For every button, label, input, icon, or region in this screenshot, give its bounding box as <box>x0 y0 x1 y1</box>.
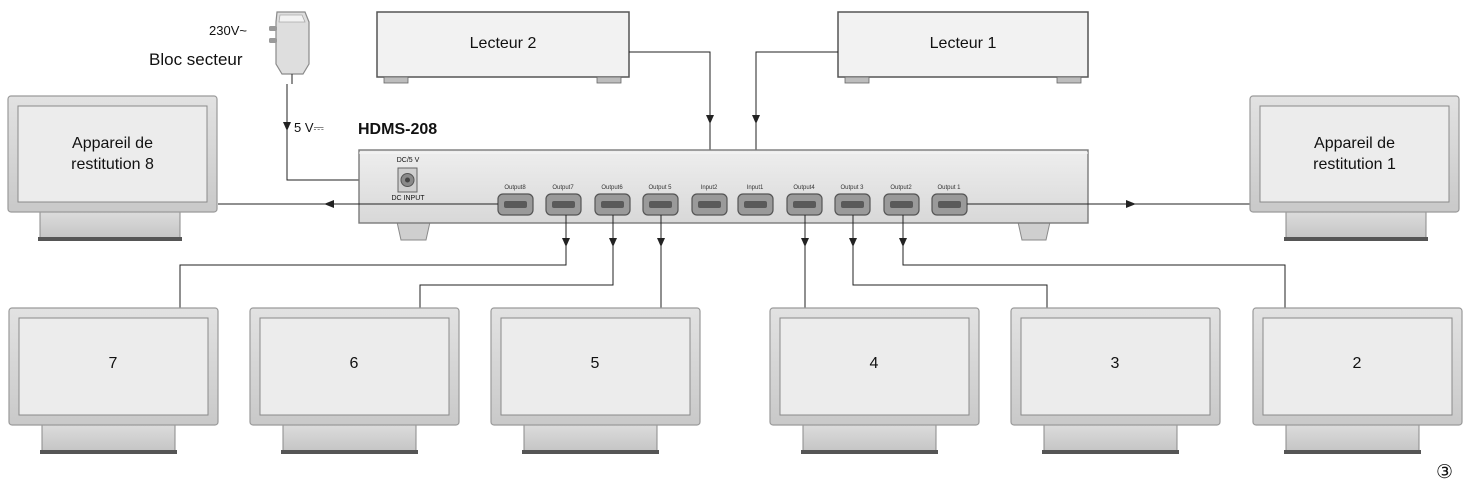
port-label-output5: Output 5 <box>648 185 672 191</box>
display-8-label-line1: Appareil de <box>72 135 153 152</box>
port-label-output2: Output2 <box>890 185 912 191</box>
display-7 <box>8 307 219 454</box>
player-2-box <box>376 11 630 84</box>
cable-player1-input1 <box>755 51 838 190</box>
display-6-number: 6 <box>349 355 359 372</box>
player-1-box <box>837 11 1089 84</box>
display-4 <box>769 307 980 454</box>
display-8 <box>7 95 218 241</box>
display-4-number: 4 <box>869 355 879 372</box>
power-adapter-label: Bloc secteur <box>149 50 243 69</box>
display-3 <box>1010 307 1221 454</box>
player-2-label: Lecteur 2 <box>469 35 537 52</box>
display-1-label-line2: restitution 1 <box>1313 156 1396 173</box>
port-label-input2: Input2 <box>700 185 718 191</box>
display-8-label: Appareil de restitution 8 <box>18 133 207 175</box>
power-adapter <box>269 11 310 84</box>
mains-voltage-label: 230V~ <box>209 23 247 38</box>
power-arrow <box>283 122 291 131</box>
display-1 <box>1249 95 1460 241</box>
port-label-output8: Output8 <box>504 185 526 191</box>
port-label-output1: Output 1 <box>937 185 961 191</box>
port-label-output6: Output6 <box>601 185 623 191</box>
port-label-output3: Output 3 <box>840 185 864 191</box>
port-label-output7: Output7 <box>552 185 574 191</box>
display-2 <box>1252 307 1463 454</box>
display-5 <box>490 307 701 454</box>
player-1-label: Lecteur 1 <box>929 35 997 52</box>
display-6 <box>249 307 460 454</box>
cable-player2-input2 <box>629 51 711 190</box>
display-2-number: 2 <box>1352 355 1362 372</box>
display-8-label-line2: restitution 8 <box>71 156 154 173</box>
dc-input-bottom-label: DC INPUT <box>391 195 425 202</box>
display-1-label-line1: Appareil de <box>1314 135 1395 152</box>
figure-number: ③ <box>1436 461 1454 483</box>
port-label-input1: Input1 <box>746 185 764 191</box>
output-voltage-label: 5 V⎓ <box>294 120 324 135</box>
display-7-number: 7 <box>108 355 118 372</box>
device-model-label: HDMS-208 <box>358 121 438 138</box>
dc-input-top-label: DC/5 V <box>396 157 420 164</box>
display-5-number: 5 <box>590 355 600 372</box>
display-1-label: Appareil de restitution 1 <box>1260 133 1449 175</box>
display-3-number: 3 <box>1110 355 1120 372</box>
port-label-output4: Output4 <box>793 185 815 191</box>
